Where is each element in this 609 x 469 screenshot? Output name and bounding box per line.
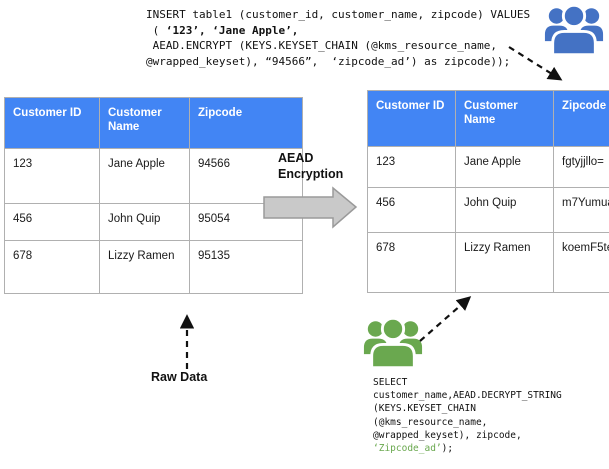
table-cell: m7Yumuawqry: [553, 187, 609, 233]
table-cell: John Quip: [455, 187, 554, 233]
aead-encryption-label: AEAD Encryption: [278, 151, 344, 181]
table-cell: Lizzy Ramen: [99, 240, 190, 294]
table-cell: Lizzy Ramen: [455, 232, 554, 293]
code-line: INSERT table1 (customer_id, customer_nam…: [146, 8, 531, 21]
code-line: ‘Zipcode_ad’);: [373, 443, 454, 455]
code-line: ( ‘123’, ‘Jane Apple’,: [146, 23, 299, 37]
table-cell: fgtyjjllo=: [553, 146, 609, 188]
table-cell: Jane Apple: [99, 148, 190, 204]
users-group-icon: [362, 315, 424, 375]
code-line: SELECT: [373, 377, 408, 388]
code-line: @wrapped_keyset), zipcode,: [373, 429, 522, 441]
table-cell: 95054: [189, 203, 303, 241]
code-line: (KEYS.KEYSET_CHAIN: [373, 403, 476, 415]
column-header: Zipcode: [189, 97, 303, 149]
table-cell: 456: [367, 187, 456, 233]
column-header: Customer ID: [4, 97, 100, 149]
code-line: customer_name,AEAD.DECRYPT_STRING: [373, 390, 562, 402]
code-line: @wrapped_keyset), “94566”, ‘zipcode_ad’)…: [146, 54, 511, 68]
table-cell: 123: [4, 148, 100, 204]
table-cell: John Quip: [99, 203, 190, 241]
table-cell: 678: [367, 232, 456, 293]
insert-query-code: INSERT table1 (customer_id, customer_nam…: [146, 7, 530, 69]
column-header: Customer Name: [455, 90, 554, 147]
table-cell: koemF5ter=: [553, 232, 609, 293]
users-group-icon: [543, 2, 605, 62]
column-header: Customer ID: [367, 90, 456, 147]
select-to-table-arrow: [419, 296, 472, 342]
table-cell: 678: [4, 240, 100, 294]
code-line: (@kms_resource_name,: [373, 416, 488, 428]
column-header: Customer Name: [99, 97, 190, 149]
column-header: Zipcode: [553, 90, 609, 147]
table-cell: 123: [367, 146, 456, 188]
table-cell: Jane Apple: [455, 146, 554, 188]
table-cell: 95135: [189, 240, 303, 294]
code-line: AEAD.ENCRYPT (KEYS.KEYSET_CHAIN (@kms_re…: [146, 39, 497, 52]
table-cell: 456: [4, 203, 100, 241]
raw-data-label: Raw Data: [151, 370, 208, 384]
